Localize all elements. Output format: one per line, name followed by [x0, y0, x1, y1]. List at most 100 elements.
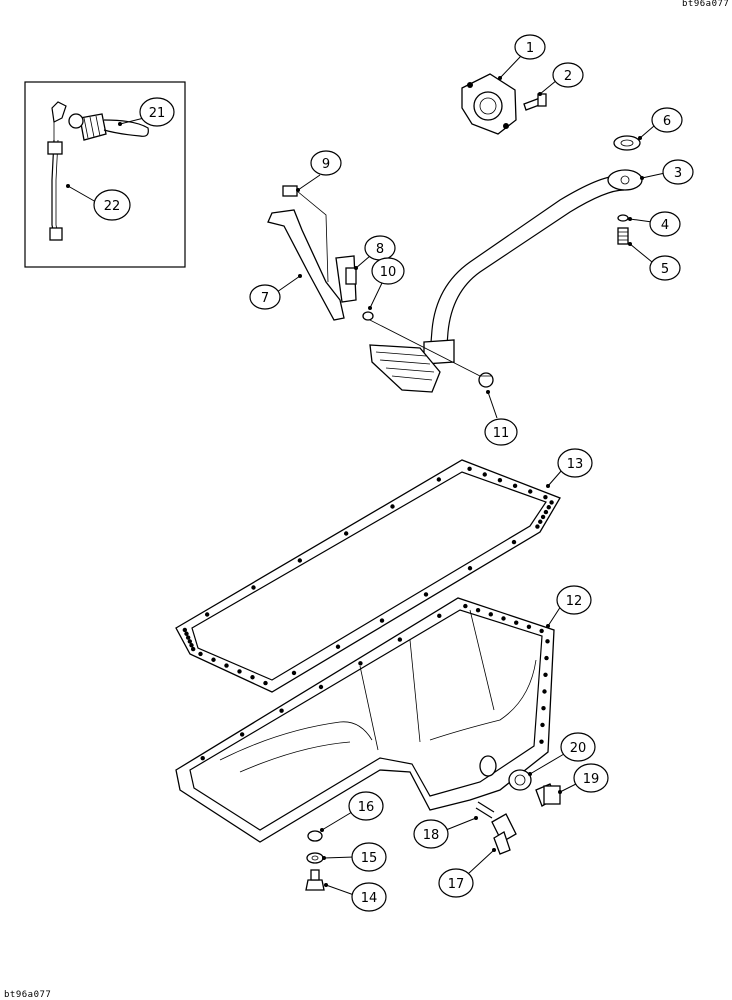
bolt-hole: [318, 684, 324, 690]
leader-arrowhead: [546, 484, 550, 488]
callout-17: 17: [438, 848, 496, 898]
callout-8: 8: [354, 235, 396, 270]
callout-bubble: [249, 284, 281, 310]
sensor-part-21: [68, 113, 149, 141]
bolt-hole: [538, 519, 543, 524]
bolt-hole: [488, 612, 493, 617]
bolt-hole: [251, 585, 256, 590]
bolt-hole: [185, 635, 191, 640]
bolt-hole: [539, 739, 544, 744]
leader-line: [629, 218, 653, 223]
bolt-hole: [526, 624, 532, 629]
seal-part-20: [508, 769, 532, 791]
callout-label: 13: [567, 457, 584, 472]
bolt-hole: [544, 655, 549, 661]
assembly-line-11: [365, 317, 481, 377]
drawing-code-bottom: bt96a077: [4, 990, 52, 1000]
callout-bubble: [438, 868, 474, 898]
callout-label: 20: [570, 741, 587, 756]
leader-arrowhead: [538, 92, 542, 96]
o-ring-part-18: [475, 801, 495, 819]
callout-bubble: [514, 34, 546, 60]
callout-label: 15: [361, 851, 378, 866]
leader-line: [629, 243, 653, 263]
bolt-hole: [540, 722, 545, 728]
leader-line: [539, 79, 558, 95]
bolt-hole: [335, 644, 341, 649]
callout-label: 10: [380, 265, 397, 280]
bolt-hole: [514, 620, 519, 625]
bolt-hole: [436, 477, 442, 482]
callout-bubble: [371, 257, 405, 285]
bolt-hole: [187, 639, 193, 644]
washer-part-10: [362, 311, 374, 321]
callout-3: 3: [640, 159, 694, 185]
callout-label: 3: [674, 166, 682, 181]
callout-bubble: [649, 255, 681, 281]
callout-bubble: [351, 882, 387, 912]
callout-10: 10: [368, 257, 405, 310]
fitting-part-17: [491, 813, 517, 855]
leader-line: [369, 282, 383, 309]
bolt-hole: [279, 708, 284, 713]
bolt-hole: [543, 509, 549, 515]
bolt-hole: [535, 524, 540, 529]
callout-bubble: [348, 791, 384, 821]
callout-label: 9: [322, 157, 330, 172]
bolt-hole: [437, 613, 442, 619]
bolt-hole: [200, 755, 205, 761]
callout-label: 16: [358, 800, 375, 815]
callout-bubble: [573, 763, 609, 793]
bolt-hole: [467, 566, 473, 571]
callout-bubble: [552, 62, 584, 88]
callout-bubble: [351, 842, 387, 872]
callout-label: 7: [261, 291, 269, 306]
bolt-hole: [343, 531, 349, 536]
bolt-hole: [297, 558, 303, 563]
bolt-hole: [542, 689, 547, 694]
bolt-hole: [467, 466, 472, 472]
leader-line: [487, 391, 498, 419]
leader-arrowhead: [298, 274, 302, 278]
bolt-hole: [239, 732, 245, 737]
bolt-part-8: [345, 267, 357, 285]
callout-21: 21: [118, 97, 175, 127]
bolt-part-2: [523, 93, 547, 111]
leader-arrowhead: [498, 76, 502, 80]
bolt-hole: [543, 494, 548, 500]
bolt-hole: [423, 592, 429, 597]
suction-tube: [423, 175, 625, 365]
callout-11: 11: [484, 390, 518, 446]
leader-arrowhead: [640, 176, 644, 180]
leader-line: [67, 185, 97, 203]
callout-label: 17: [448, 877, 465, 892]
leader-line: [355, 255, 371, 269]
bolt-hole: [198, 651, 203, 657]
bolt-hole: [512, 483, 518, 489]
bolt-part-5: [617, 227, 629, 245]
callout-label: 12: [566, 594, 583, 609]
callout-4: 4: [628, 211, 681, 237]
leader-line: [547, 605, 562, 627]
callout-22: 22: [66, 184, 131, 221]
callout-label: 22: [104, 199, 121, 214]
bolt-hole: [482, 472, 487, 477]
leader-arrowhead: [322, 856, 326, 860]
leader-line: [639, 125, 655, 139]
bolt-hole: [475, 608, 481, 613]
callout-12: 12: [546, 585, 592, 628]
callout-label: 14: [361, 891, 378, 906]
drain-plug-part-19: [535, 783, 561, 807]
callout-18: 18: [413, 816, 478, 849]
leader-arrowhead: [492, 848, 496, 852]
bolt-hole: [358, 661, 363, 666]
callout-label: 4: [661, 218, 669, 233]
callout-label: 2: [564, 69, 572, 84]
leader-arrowhead: [628, 242, 632, 246]
leader-arrowhead: [368, 306, 372, 310]
bolt-hole: [204, 612, 210, 617]
bolt-hole: [541, 706, 546, 711]
bolt-hole: [182, 627, 188, 633]
